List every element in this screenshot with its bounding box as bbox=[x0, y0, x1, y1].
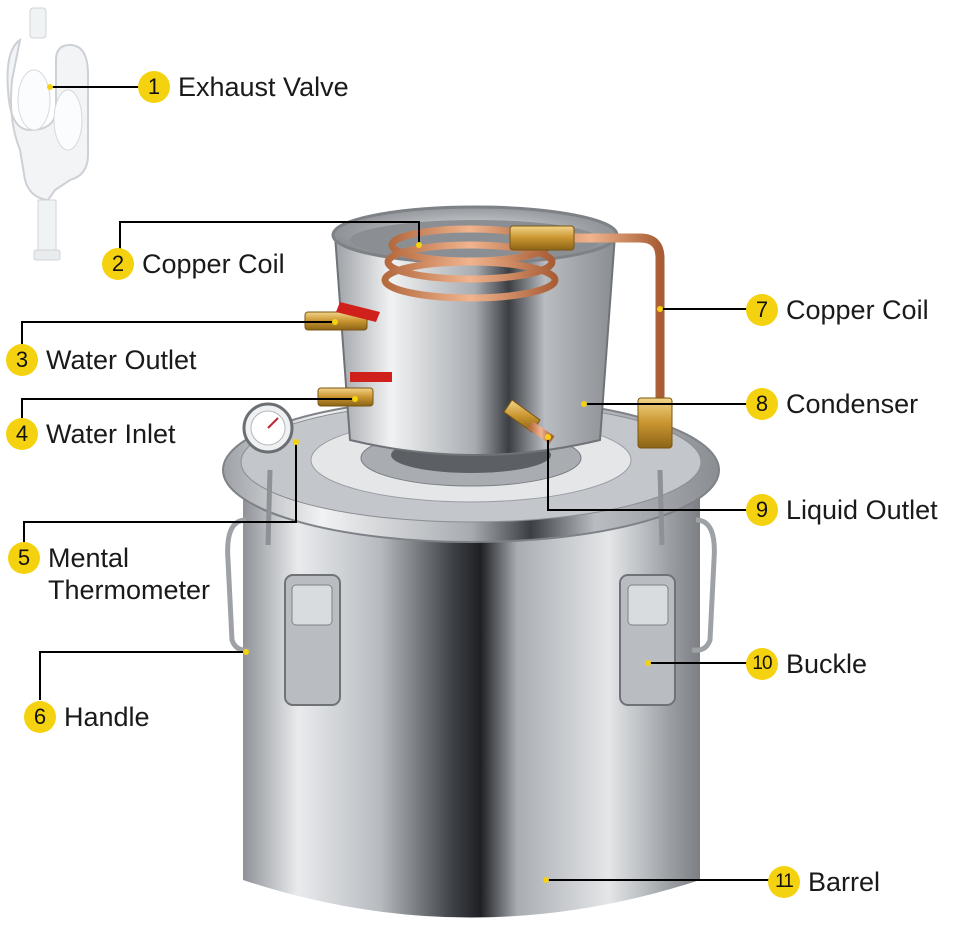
callout-4-label: Water Inlet bbox=[46, 419, 176, 449]
leader-dots bbox=[47, 84, 663, 883]
callout-6: 6 Handle bbox=[24, 701, 150, 733]
callout-2: 2 Copper Coil bbox=[102, 248, 285, 280]
callout-7: 7 Copper Coil bbox=[746, 294, 929, 326]
leader-4 bbox=[21, 398, 355, 418]
leader-3 bbox=[21, 321, 335, 344]
callout-10-label: Buckle bbox=[786, 649, 868, 679]
callout-2-number: 2 bbox=[102, 248, 134, 280]
callout-3-number: 3 bbox=[6, 344, 38, 376]
callout-9-number: 9 bbox=[746, 494, 778, 526]
callout-3-label: Water Outlet bbox=[46, 345, 197, 375]
copper-pipe-shape bbox=[509, 225, 673, 449]
callout-11-label: Barrel bbox=[808, 867, 881, 897]
callout-6-label: Handle bbox=[64, 702, 150, 732]
buckle-shape bbox=[265, 469, 676, 706]
callout-11-number: 11 bbox=[768, 866, 800, 898]
exhaust-valve-shape bbox=[6, 7, 89, 261]
leader-5 bbox=[23, 442, 297, 542]
callout-10-number: 10 bbox=[746, 648, 778, 680]
callout-5: 5 Mental Thermometer bbox=[8, 542, 210, 606]
callout-7-number: 7 bbox=[746, 294, 778, 326]
callout-8-label: Condenser bbox=[786, 389, 919, 419]
callout-4-number: 4 bbox=[6, 418, 38, 450]
thermometer-shape bbox=[242, 402, 294, 454]
callout-9: 9 Liquid Outlet bbox=[746, 494, 938, 526]
callout-9-label: Liquid Outlet bbox=[786, 495, 938, 525]
leader-2 bbox=[119, 221, 420, 250]
handle-shape bbox=[225, 517, 717, 653]
callout-4: 4 Water Inlet bbox=[6, 418, 176, 450]
callout-8-number: 8 bbox=[746, 388, 778, 420]
leader-9 bbox=[547, 437, 748, 511]
callout-1-number: 1 bbox=[138, 71, 170, 103]
callout-2-label: Copper Coil bbox=[142, 249, 285, 279]
callout-1-label: Exhaust Valve bbox=[178, 72, 349, 102]
callout-5-label: Mental Thermometer bbox=[48, 543, 211, 605]
callout-5-number: 5 bbox=[8, 542, 40, 574]
leader-lines bbox=[21, 86, 770, 881]
callout-7-label: Copper Coil bbox=[786, 295, 929, 325]
leader-6 bbox=[39, 651, 246, 700]
callout-3: 3 Water Outlet bbox=[6, 344, 197, 376]
callout-1: 1 Exhaust Valve bbox=[138, 71, 349, 103]
callout-11: 11 Barrel bbox=[768, 866, 880, 898]
callout-6-number: 6 bbox=[24, 701, 56, 733]
callout-8: 8 Condenser bbox=[746, 388, 918, 420]
callout-10: 10 Buckle bbox=[746, 648, 867, 680]
